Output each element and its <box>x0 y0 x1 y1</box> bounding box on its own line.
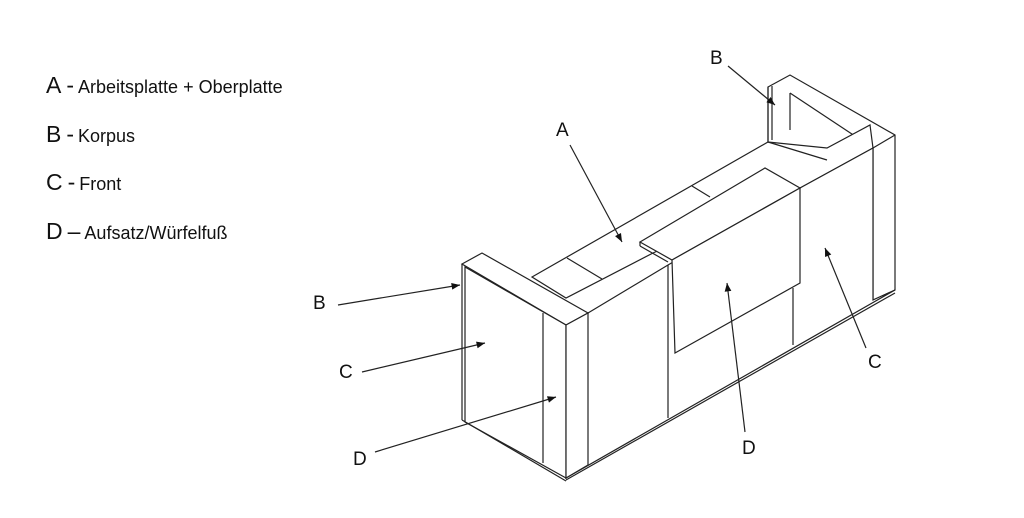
legend-item-b: B - Korpus <box>46 120 136 147</box>
callout-arrows <box>337 65 867 453</box>
label-a: A <box>556 120 569 141</box>
arrow-c-right <box>824 247 867 349</box>
legend: A - Arbeitsplatte + Oberplatte B - Korpu… <box>46 72 283 266</box>
legend-item-c: C - Front <box>46 169 122 195</box>
label-b-top: B <box>710 48 723 69</box>
desk-outline <box>460 74 896 482</box>
label-d-left: D <box>353 449 367 470</box>
legend-item-a: A - Arbeitsplatte + Oberplatte <box>46 72 283 98</box>
arrow-d-center <box>724 282 746 433</box>
arrow-a <box>569 144 623 243</box>
label-d-center: D <box>742 438 756 459</box>
label-c-left: C <box>339 362 353 383</box>
label-c-right: C <box>868 352 882 373</box>
arrow-c-left <box>361 341 486 373</box>
label-b-left: B <box>313 293 326 314</box>
arrow-d-left <box>374 396 557 453</box>
arrow-b-left <box>337 283 461 306</box>
arrow-b-top <box>727 65 776 106</box>
legend-item-d: D – Aufsatz/Würfelfuß <box>46 217 228 244</box>
